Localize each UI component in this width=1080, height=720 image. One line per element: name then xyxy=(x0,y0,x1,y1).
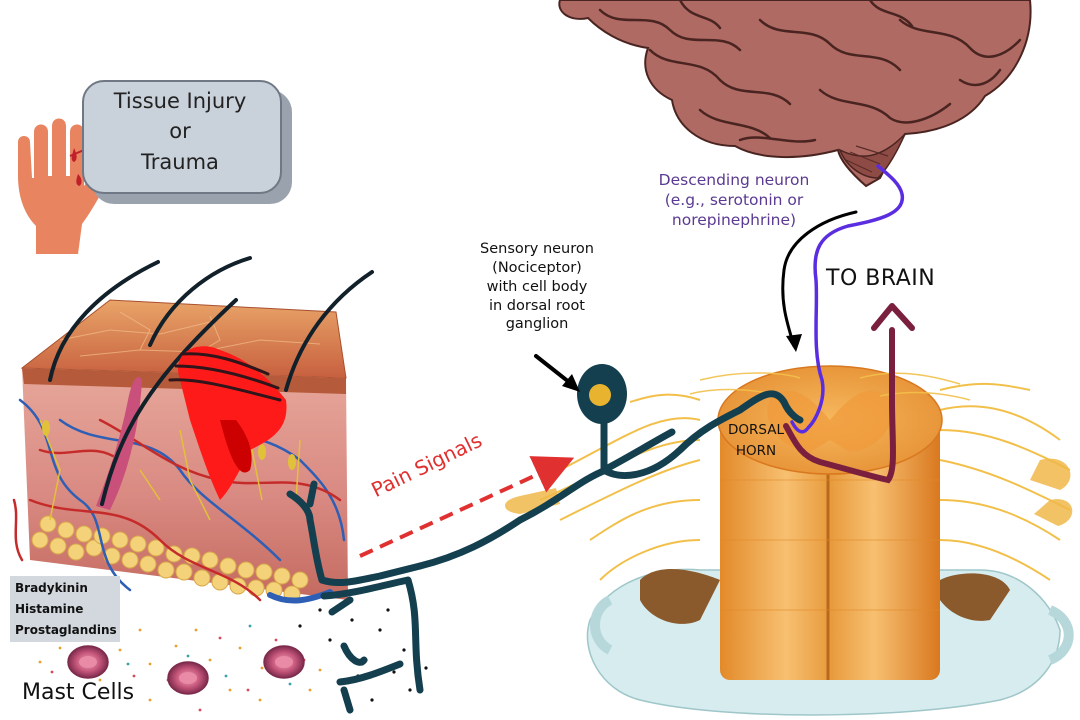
chemical-mediators-box xyxy=(10,576,120,642)
skin-cross-section xyxy=(12,256,374,604)
sensory-line-1: Sensory neuron xyxy=(480,241,594,257)
brain-illustration xyxy=(558,0,1032,188)
sensory-line-2: (Nociceptor) xyxy=(492,259,582,276)
chemical-prostaglandins: Prostaglandins xyxy=(15,623,117,637)
injury-line-3: Trauma xyxy=(141,149,219,174)
sensory-neuron-pathway xyxy=(286,390,804,714)
sensory-neuron-label: Sensory neuron (Nociceptor) with cell bo… xyxy=(460,240,614,334)
pain-signals-arrow xyxy=(359,456,575,558)
dorsal-root-ganglion xyxy=(577,364,627,424)
chemical-bradykinin: Bradykinin xyxy=(15,581,88,595)
tissue-injury-label: Tissue Injury or Trauma xyxy=(82,86,278,177)
sensory-line-4: in dorsal root xyxy=(488,297,585,314)
to-brain-label: TO BRAIN xyxy=(826,266,936,291)
mast-cells-label: Mast Cells xyxy=(22,680,135,705)
chemical-histamine: Histamine xyxy=(15,602,84,616)
descending-line-2: (e.g., serotonin or xyxy=(664,191,804,210)
descending-neuron-path xyxy=(790,164,904,434)
chemical-mediators-list: Bradykinin Histamine Prostaglandins xyxy=(15,578,117,641)
mast-cells-illustration xyxy=(67,645,305,695)
injury-line-2: or xyxy=(169,119,191,144)
nociceptor-pointer-arrow xyxy=(534,354,580,392)
dorsal-horn-label: DORSAL HORN xyxy=(714,420,798,462)
dorsal-horn-line-2: HORN xyxy=(735,442,777,459)
sensory-line-3: with cell body xyxy=(486,278,588,295)
sensory-line-5: ganglion xyxy=(505,316,569,333)
tissue-injury-box xyxy=(82,80,282,194)
descending-line-3: norepinephrine) xyxy=(671,211,797,230)
to-brain-arrow-head xyxy=(871,303,915,331)
ascending-neuron-pathway xyxy=(783,303,915,484)
dorsal-horn-line-1: DORSAL xyxy=(728,422,784,438)
descending-line-1: Descending neuron xyxy=(658,171,810,189)
descending-pointer-arrow xyxy=(781,210,858,352)
injured-hand-icon xyxy=(18,118,117,254)
injury-line-1: Tissue Injury xyxy=(113,89,247,113)
descending-neuron-label: Descending neuron (e.g., serotonin or no… xyxy=(634,170,834,230)
